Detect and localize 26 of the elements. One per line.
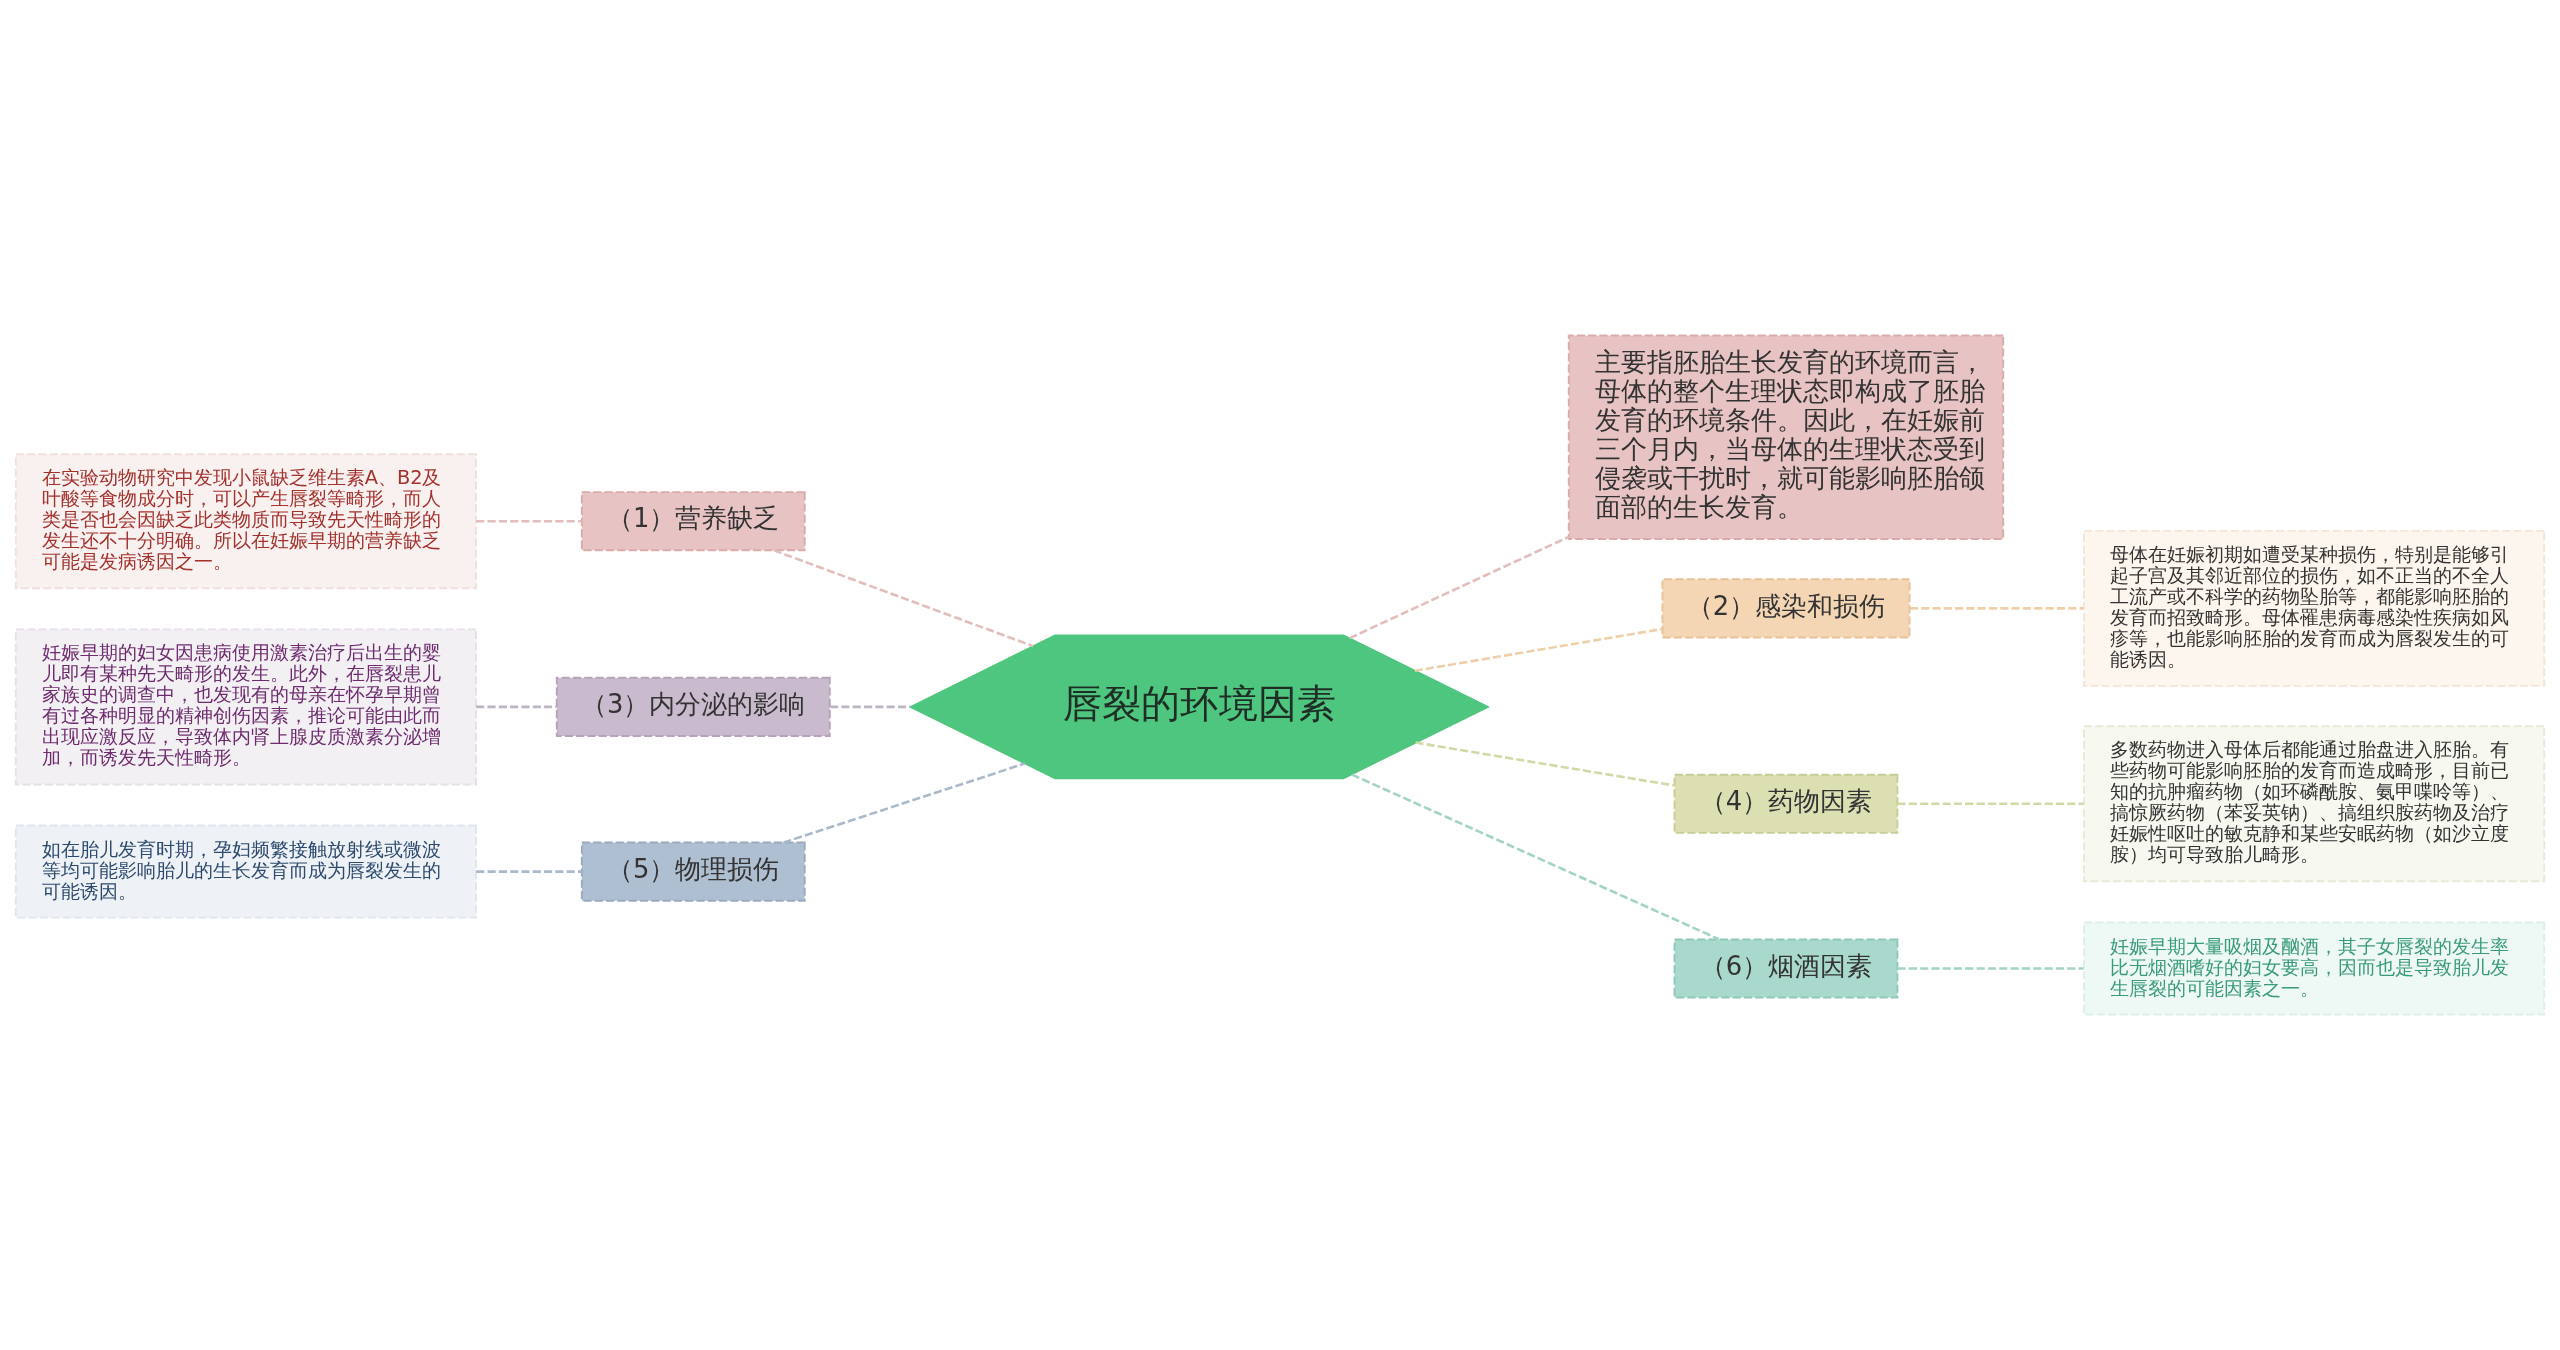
node-box: （3）内分泌的影响 (555, 676, 831, 737)
node-box: （6）烟酒因素 (1673, 938, 1899, 999)
connector (476, 519, 582, 523)
connector (1415, 741, 1675, 787)
connector (1414, 627, 1663, 673)
connector (773, 549, 1034, 648)
node-box: 妊娠早期大量吸烟及酗酒，其子女唇裂的发生率比无烟酒嗜好的妇女要高，因而也是导致胎儿发生唇裂的可能因素之一。 (2082, 921, 2546, 1016)
node-box: 妊娠早期的妇女因患病使用激素治疗后出生的婴儿即有某种先天畸形的发生。此外，在唇裂患儿家族史的调查中，也发现有的母亲在怀孕早期曾有过各种明显的精神创伤因素，推论可能由此而出现应激反应，导致体内肾上腺皮质激素分泌增加，而诱发先天性畸形。 (14, 628, 478, 786)
connector (1897, 967, 2084, 970)
node-box: （5）物理损伤 (580, 841, 806, 902)
connector (830, 705, 911, 709)
node-box: 母体在妊娠初期如遭受某种损伤，特别是能够引起子宫及其邻近部位的损伤，如不正当的不全人工流产或不科学的药物坠胎等，都能影响胚胎的发育而招致畸形。母体罹患病毒感染性疾病如风疹等，也能影响胚胎的发育而成为唇裂发生的可能诱因。 (2082, 529, 2546, 687)
node-box: 主要指胚胎生长发育的环境而言，母体的整个生理状态即构成了胚胎发育的环境条件。因此，在妊娠前三个月内，当母体的生理状态受到侵袭或干扰时，就可能影响胚胎颌面部的生长发育。 (1567, 334, 2005, 540)
connector (476, 870, 582, 873)
connector (476, 705, 557, 709)
node-box: （1）营养缺乏 (580, 491, 806, 552)
connector (1897, 802, 2084, 806)
connector (1910, 607, 2084, 610)
node-box: （2）感染和损伤 (1661, 578, 1911, 639)
connector (1351, 773, 1720, 941)
node-box: 多数药物进入母体后都能通过胎盘进入胚胎。有些药物可能影响胚胎的发育而造成畸形，目前已知的抗肿瘤药物（如环磷酰胺、氨甲喋呤等）、搞惊厥药物（苯妥英钠）、搞组织胺药物及治疗妊娠性呕吐的敏克静和某些安眠药物（如沙立度胺）均可导致胎儿畸形。 (2082, 725, 2546, 883)
connector (783, 762, 1026, 844)
connector (1349, 535, 1570, 640)
node-box: 在实验动物研究中发现小鼠缺乏维生素A、B2及叶酸等食物成分时，可以产生唇裂等畸形，而人类是否也会因缺乏此类物质而导致先天性畸形的发生还不十分明确。所以在妊娠早期的营养缺乏可能是发病诱因之一。 (14, 453, 478, 590)
node-box: 如在胎儿发育时期，孕妇频繁接触放射线或微波等均可能影响胎儿的生长发育而成为唇裂发生的可能诱因。 (14, 824, 478, 919)
node-box: （4）药物因素 (1673, 773, 1899, 834)
